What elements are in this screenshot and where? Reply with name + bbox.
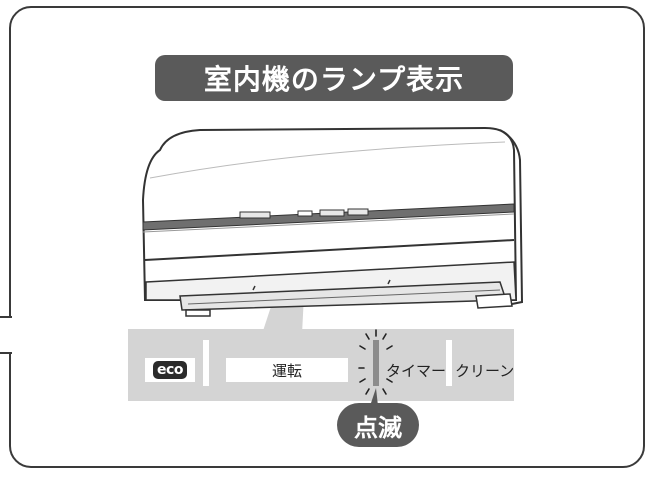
eco-lamp-box: eco — [145, 358, 195, 382]
clean-label: クリーン — [455, 362, 515, 380]
notch-line-bottom — [0, 352, 12, 354]
status-badge: 点滅 — [337, 403, 419, 447]
sensor-window — [239, 211, 271, 219]
clean-lamp — [446, 340, 452, 386]
notch-line-top — [0, 316, 12, 318]
timer-label: タイマー — [386, 362, 447, 380]
eco-logo: eco — [153, 361, 187, 379]
unten-label-box: 運転 — [226, 358, 348, 382]
eco-lamp — [203, 340, 209, 386]
frame-notch — [0, 316, 22, 354]
display-lamp-window — [297, 210, 313, 217]
unten-label: 運転 — [271, 361, 302, 380]
page-title: 室内機のランプ表示 — [155, 55, 513, 101]
display-band — [142, 203, 515, 231]
timer-lamp-blinking — [373, 340, 379, 386]
